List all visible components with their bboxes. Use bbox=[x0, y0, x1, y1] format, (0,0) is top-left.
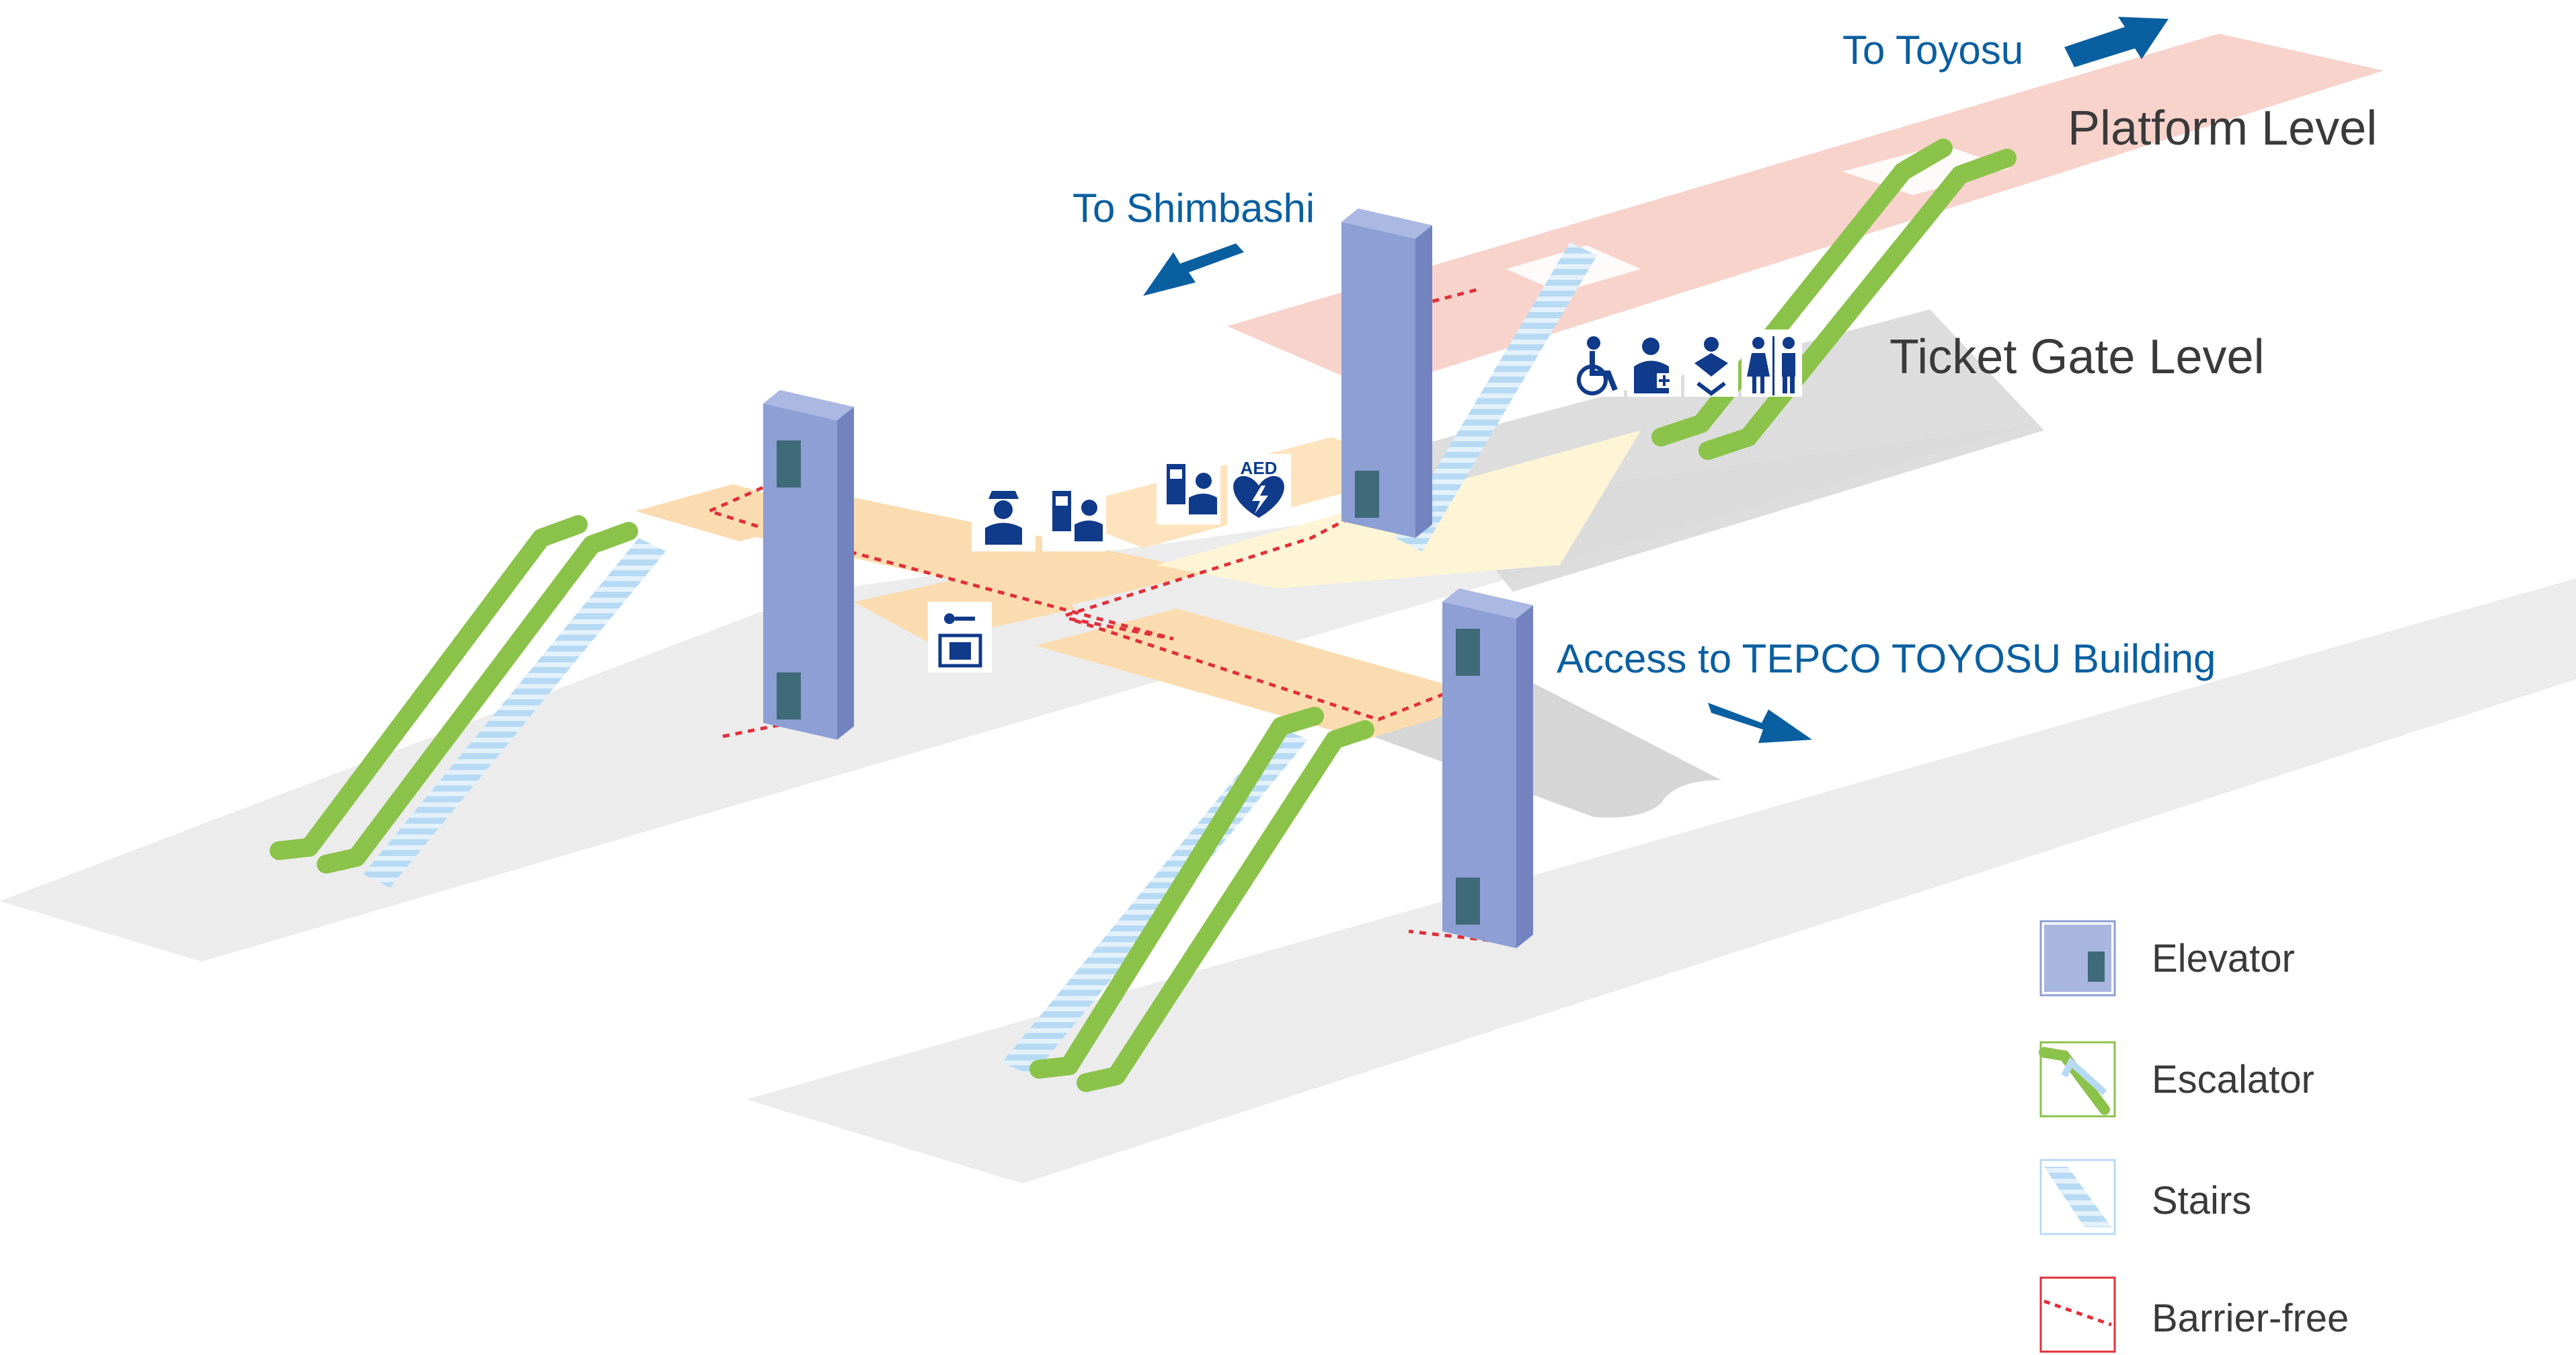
elevator-left bbox=[763, 390, 854, 740]
platform-level-label: Platform Level bbox=[2068, 102, 2377, 155]
escalator-left-rail-b bbox=[317, 522, 638, 874]
coin-locker-icon bbox=[928, 602, 992, 672]
legend-escalator-label: Escalator bbox=[2152, 1058, 2314, 1101]
concourse-arm-right bbox=[1036, 609, 1499, 740]
legend-barrier-free: Barrier-free bbox=[2039, 1276, 2349, 1353]
legend-stairs: Stairs bbox=[2039, 1159, 2251, 1235]
to-toyosu-label: To Toyosu bbox=[1842, 28, 2023, 73]
elevator-right bbox=[1442, 588, 1533, 948]
legend-stairs-label: Stairs bbox=[2152, 1179, 2251, 1223]
escalator-left-rail-a bbox=[270, 515, 588, 860]
facility-icons-concourse: AED bbox=[928, 454, 1291, 672]
barrier-free-route-mid bbox=[1065, 287, 1480, 617]
elevator-door bbox=[1355, 471, 1379, 518]
legend-elevator-label: Elevator bbox=[2152, 937, 2295, 980]
wheelchair-icon bbox=[1570, 330, 1624, 397]
legend: Elevator Escalator Stairs Barrier-free bbox=[2039, 920, 2349, 1353]
arrow-to-toyosu-icon bbox=[2064, 17, 2169, 67]
elevators-group bbox=[763, 208, 1533, 948]
elevator-door bbox=[1456, 629, 1480, 676]
legend-escalator: Escalator bbox=[2039, 1041, 2314, 1118]
ticket-machine-icon bbox=[1042, 481, 1106, 551]
aed-icon: AED bbox=[1227, 454, 1291, 525]
facility-icons-upper bbox=[1570, 330, 1802, 397]
platform-slab bbox=[1227, 34, 2384, 390]
escalator-right-rail-b bbox=[1077, 720, 1374, 1092]
escalators-group bbox=[270, 139, 2017, 1092]
barrier-free-route-left bbox=[704, 472, 1501, 943]
stairs-upper bbox=[1395, 242, 1597, 551]
direction-arrows bbox=[1143, 17, 2169, 743]
elevator-middle bbox=[1341, 208, 1432, 538]
restroom-icon bbox=[1742, 330, 1802, 397]
legend-barrier-free-label: Barrier-free bbox=[2152, 1296, 2349, 1340]
aed-label: AED bbox=[1241, 458, 1278, 478]
barrier-free-routes bbox=[704, 287, 1501, 943]
legend-elevator: Elevator bbox=[2039, 920, 2295, 997]
stairs-left bbox=[363, 538, 666, 888]
arrow-to-shimbashi-icon bbox=[1143, 243, 1244, 296]
elevator-door bbox=[777, 440, 801, 488]
arrow-access-tepco-icon bbox=[1708, 703, 1812, 743]
multipurpose-toilet-icon bbox=[1627, 330, 1681, 397]
access-tepco-label: Access to TEPCO TOYOSU Building bbox=[1557, 636, 2216, 681]
elevator-door bbox=[1456, 878, 1480, 925]
escalator-upper-rail-b bbox=[1699, 149, 2017, 460]
elevator-door bbox=[777, 672, 801, 720]
escalator-upper-rail-a bbox=[1651, 139, 1953, 447]
station-staff-icon bbox=[972, 481, 1036, 551]
baby-changing-icon bbox=[1684, 330, 1738, 397]
to-shimbashi-label: To Shimbashi bbox=[1072, 186, 1315, 231]
fare-adjustment-machine-icon bbox=[1157, 454, 1220, 525]
ticket-gate-level-label: Ticket Gate Level bbox=[1889, 330, 2265, 384]
escalator-right-rail-a bbox=[1029, 707, 1324, 1079]
ground-floor-right bbox=[746, 578, 2576, 1184]
